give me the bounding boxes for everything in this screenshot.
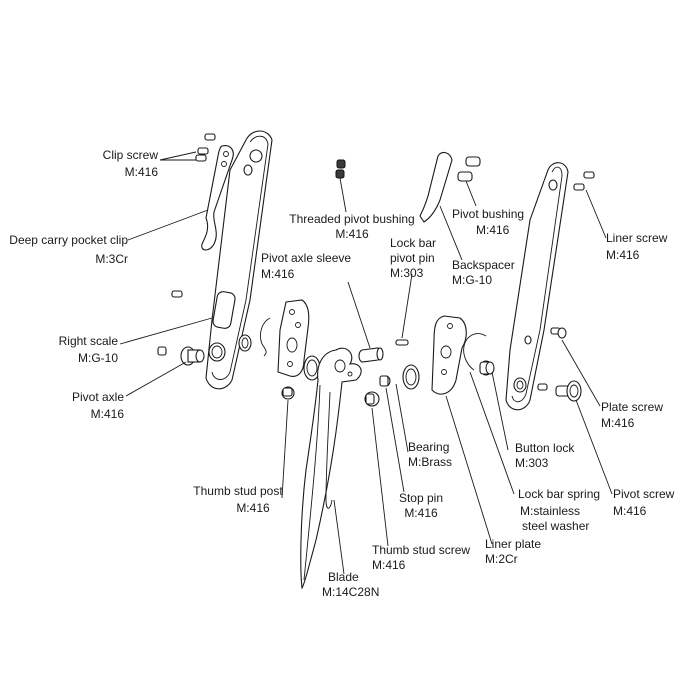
pivot-axle-part [180,346,205,366]
pivot-screw-name: Pivot screw [613,487,675,501]
label-lock-bar-spring: Lock bar spring M:stainless steel washer [518,487,600,534]
label-thumb-stud-screw: Thumb stud screw M:416 [372,543,470,573]
threaded-pivot-bushing-name: Threaded pivot bushing [289,212,415,226]
pivot-screw-material: M:416 [613,504,647,518]
label-thumb-stud-post: Thumb stud post M:416 [176,484,300,516]
lock-bar-spring-material-1: M:stainless [520,504,581,518]
lock-bar-spring-name: Lock bar spring [518,487,601,501]
deep-carry-clip-part [201,145,234,251]
label-threaded-pivot-bushing: Threaded pivot bushing M:416 [286,212,418,242]
leader-lines [119,151,613,575]
label-right-scale: Right scale M:G-10 [40,334,118,366]
pivot-axle-material: M:416 [90,407,124,421]
clip-screw-name: Clip screw [102,148,158,162]
thumb-stud-post-material: M:416 [236,501,270,515]
right-scale-name: Right scale [58,334,118,348]
lock-bar-spring-part [463,333,487,371]
liner-screws-part [537,171,595,391]
stop-pin-part [379,375,391,387]
lock-bar-spring-material-2: steel washer [522,519,590,533]
liner-plate-part [431,315,467,395]
pivot-axle-sleeve-material: M:416 [261,267,295,281]
label-pivot-axle: Pivot axle M:416 [40,390,124,422]
label-clip-screw: Clip screw M:416 [70,148,158,180]
clip-screws-part [157,133,216,356]
pivot-screw-part [555,380,582,402]
liner-plate-name: Liner plate [485,537,542,551]
deep-carry-clip-name: Deep carry pocket clip [9,233,128,247]
thumb-stud-post-part [281,386,295,400]
thumb-stud-post-name: Thumb stud post [193,484,283,498]
label-lock-bar-pivot-pin: Lock bar pivot pin M:303 [390,236,436,281]
label-liner-screw: Liner screw M:416 [606,231,667,263]
blade-material: M:14C28N [322,585,380,599]
stop-pin-name: Stop pin [398,491,444,505]
blade-part [300,347,362,590]
backspacer-material: M:G-10 [452,273,493,287]
pivot-bushing-material: M:416 [476,223,510,237]
liner-plate-material: M:2Cr [485,552,518,566]
label-plate-screw: Plate screw M:416 [601,400,663,431]
bearing-name: Bearing [408,440,450,454]
clip-screw-material: M:416 [124,165,158,179]
button-lock-part [479,360,495,376]
plate-screw-name: Plate screw [601,400,664,414]
plate-screw-part [557,327,567,339]
pivot-axle-sleeve-name: Pivot axle sleeve [261,251,352,265]
button-lock-name: Button lock [515,441,575,455]
lock-bar-pivot-pin-name-2: pivot pin [390,251,435,265]
label-pivot-screw: Pivot screw M:416 [613,487,674,519]
scale-washer-part [238,334,252,352]
right-scale-part [205,130,273,390]
liner-screw-name: Liner screw [606,231,668,245]
label-stop-pin: Stop pin M:416 [390,491,452,521]
label-deep-carry-clip: Deep carry pocket clip M:3Cr [4,233,128,267]
backspacer-part [419,151,453,223]
liner-screw-material: M:416 [606,248,640,262]
pivot-bushing-part [457,156,481,182]
stop-pin-material: M:416 [404,506,438,520]
thumb-stud-screw-material: M:416 [372,558,406,572]
blade-name: Blade [328,570,359,584]
pivot-axle-name: Pivot axle [71,390,124,404]
bearing-material: M:Brass [408,455,453,469]
left-liner-part [277,299,310,377]
backspacer-name: Backspacer [452,258,515,272]
bearing-right-part [402,364,420,390]
plate-screw-material: M:416 [601,416,635,430]
label-bearing: Bearing M:Brass [408,440,452,470]
pivot-bushing-name: Pivot bushing [452,207,525,221]
label-liner-plate: Liner plate M:2Cr [485,537,541,567]
label-pivot-axle-sleeve: Pivot axle sleeve M:416 [261,251,351,282]
threaded-pivot-bushing-part [335,159,346,179]
lock-bar-pivot-pin-part [395,339,409,346]
right-handle-part [505,162,569,411]
pivot-axle-sleeve-part [358,347,384,363]
threaded-pivot-bushing-material: M:416 [335,227,369,241]
label-backspacer: Backspacer M:G-10 [452,258,515,288]
thumb-stud-screw-name: Thumb stud screw [372,543,471,557]
button-lock-material: M:303 [515,456,549,470]
label-pivot-bushing: Pivot bushing M:416 [452,207,524,238]
right-scale-material: M:G-10 [77,351,118,365]
lock-bar-pivot-pin-name-1: Lock bar [390,236,437,250]
label-button-lock: Button lock M:303 [515,441,574,471]
thumb-stud-screw-part [364,391,380,407]
label-blade: Blade M:14C28N [322,570,379,600]
left-spring-part [259,317,271,357]
deep-carry-clip-material: M:3Cr [95,252,128,266]
lock-bar-pivot-pin-material: M:303 [390,266,424,280]
